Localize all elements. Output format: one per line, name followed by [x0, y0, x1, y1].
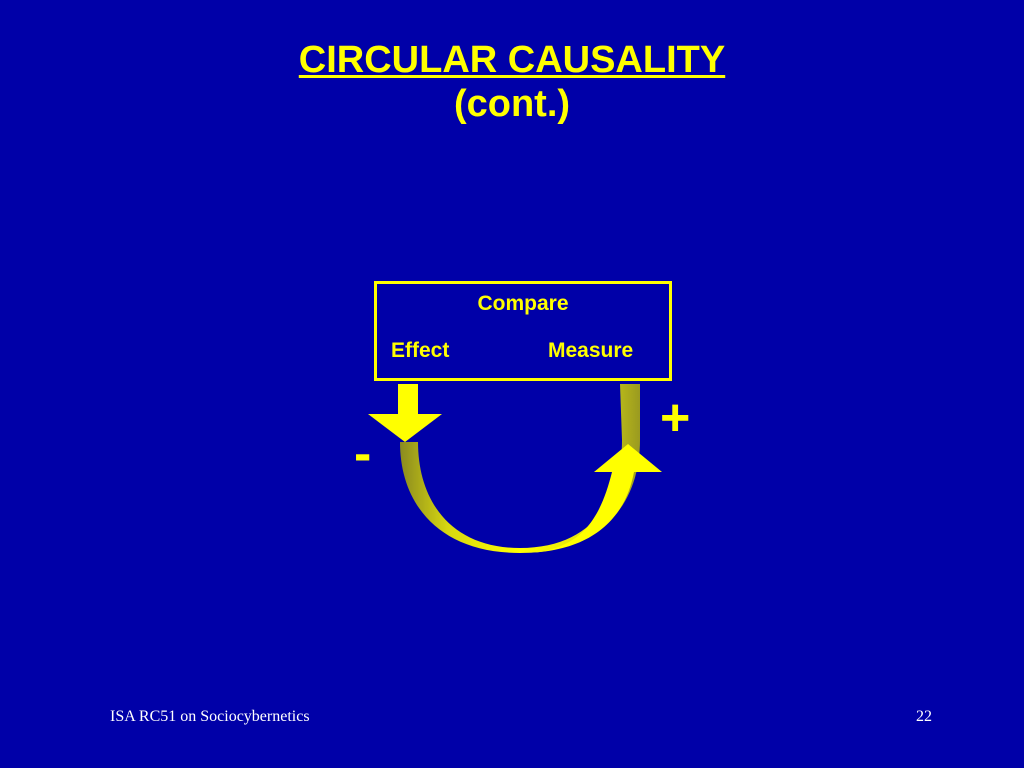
slide-subtitle: (cont.)	[453, 83, 571, 125]
right-rising-band	[520, 472, 634, 553]
page-number: 22	[916, 708, 932, 725]
slide-title: CIRCULAR CAUSALITY	[298, 39, 726, 81]
minus-arrowhead	[368, 414, 442, 442]
left-shaft	[398, 384, 418, 414]
compare-box: Compare Effect Measure	[374, 281, 672, 381]
footer-caption: ISA RC51 on Sociocybernetics	[110, 708, 310, 725]
slide-title-block: CIRCULAR CAUSALITY (cont.)	[0, 38, 1024, 126]
minus-sign: -	[354, 425, 372, 483]
left-loop-band	[400, 442, 520, 553]
compare-label: Compare	[477, 292, 569, 315]
effect-label: Effect	[391, 339, 450, 362]
measure-label: Measure	[548, 339, 634, 362]
plus-sign: +	[660, 389, 691, 447]
plus-arrowhead	[594, 444, 662, 472]
